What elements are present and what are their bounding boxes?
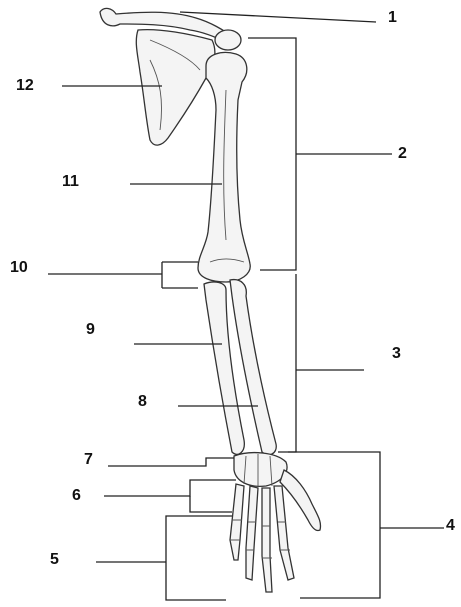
label-3: 3	[392, 346, 401, 362]
label-4: 4	[446, 518, 455, 534]
label-12: 12	[16, 78, 34, 94]
label-1: 1	[388, 10, 397, 26]
label-8: 8	[138, 394, 147, 410]
label-5: 5	[50, 552, 59, 568]
hand	[230, 470, 321, 592]
label-11: 11	[62, 174, 79, 190]
label-10: 10	[10, 260, 28, 276]
carpals	[234, 453, 287, 487]
label-2: 2	[398, 146, 407, 162]
label-9: 9	[86, 322, 95, 338]
acromion	[215, 30, 241, 50]
label-7: 7	[84, 452, 93, 468]
scapula	[136, 30, 215, 145]
label-6: 6	[72, 488, 81, 504]
